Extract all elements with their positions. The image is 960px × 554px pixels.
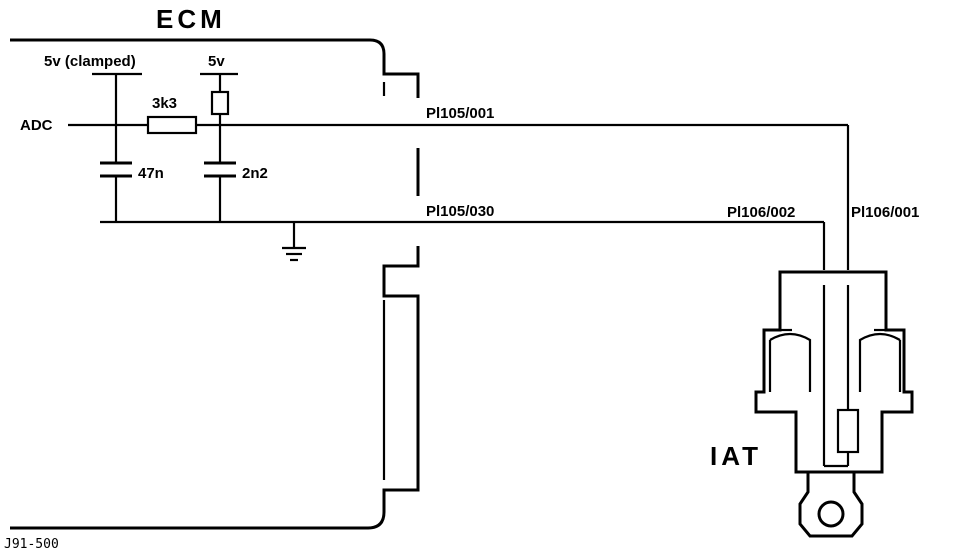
adc-input-label: ADC <box>20 117 53 134</box>
supply-label: 5v <box>208 53 225 70</box>
pin-signal-sensor-label: Pl106/001 <box>851 204 919 221</box>
ecm-title: ECM <box>156 4 226 34</box>
resistor-label: 3k3 <box>152 95 177 112</box>
iat-title: IAT <box>710 441 762 471</box>
iat-sensor-body <box>754 270 914 538</box>
pullup-supply-branch <box>200 72 238 222</box>
ground-symbol <box>282 222 306 262</box>
signal-wire <box>68 123 850 410</box>
clamped-supply-label: 5v (clamped) <box>44 53 136 70</box>
thermistor-element <box>836 408 860 454</box>
pin-ground-sensor-label: Pl106/002 <box>727 204 795 221</box>
mounting-hole <box>817 500 845 528</box>
pin-ground-ecm-label: Pl105/030 <box>426 203 494 220</box>
ecm-module-outline <box>10 38 420 530</box>
resistor-3k3 <box>146 115 198 135</box>
clamped-supply-branch <box>92 72 142 222</box>
pin-signal-ecm-label: Pl105/001 <box>426 105 494 122</box>
ground-wire <box>100 220 826 466</box>
capacitor-47n-label: 47n <box>138 165 164 182</box>
capacitor-2n2-label: 2n2 <box>242 165 268 182</box>
figure-reference: J91-500 <box>4 537 59 552</box>
